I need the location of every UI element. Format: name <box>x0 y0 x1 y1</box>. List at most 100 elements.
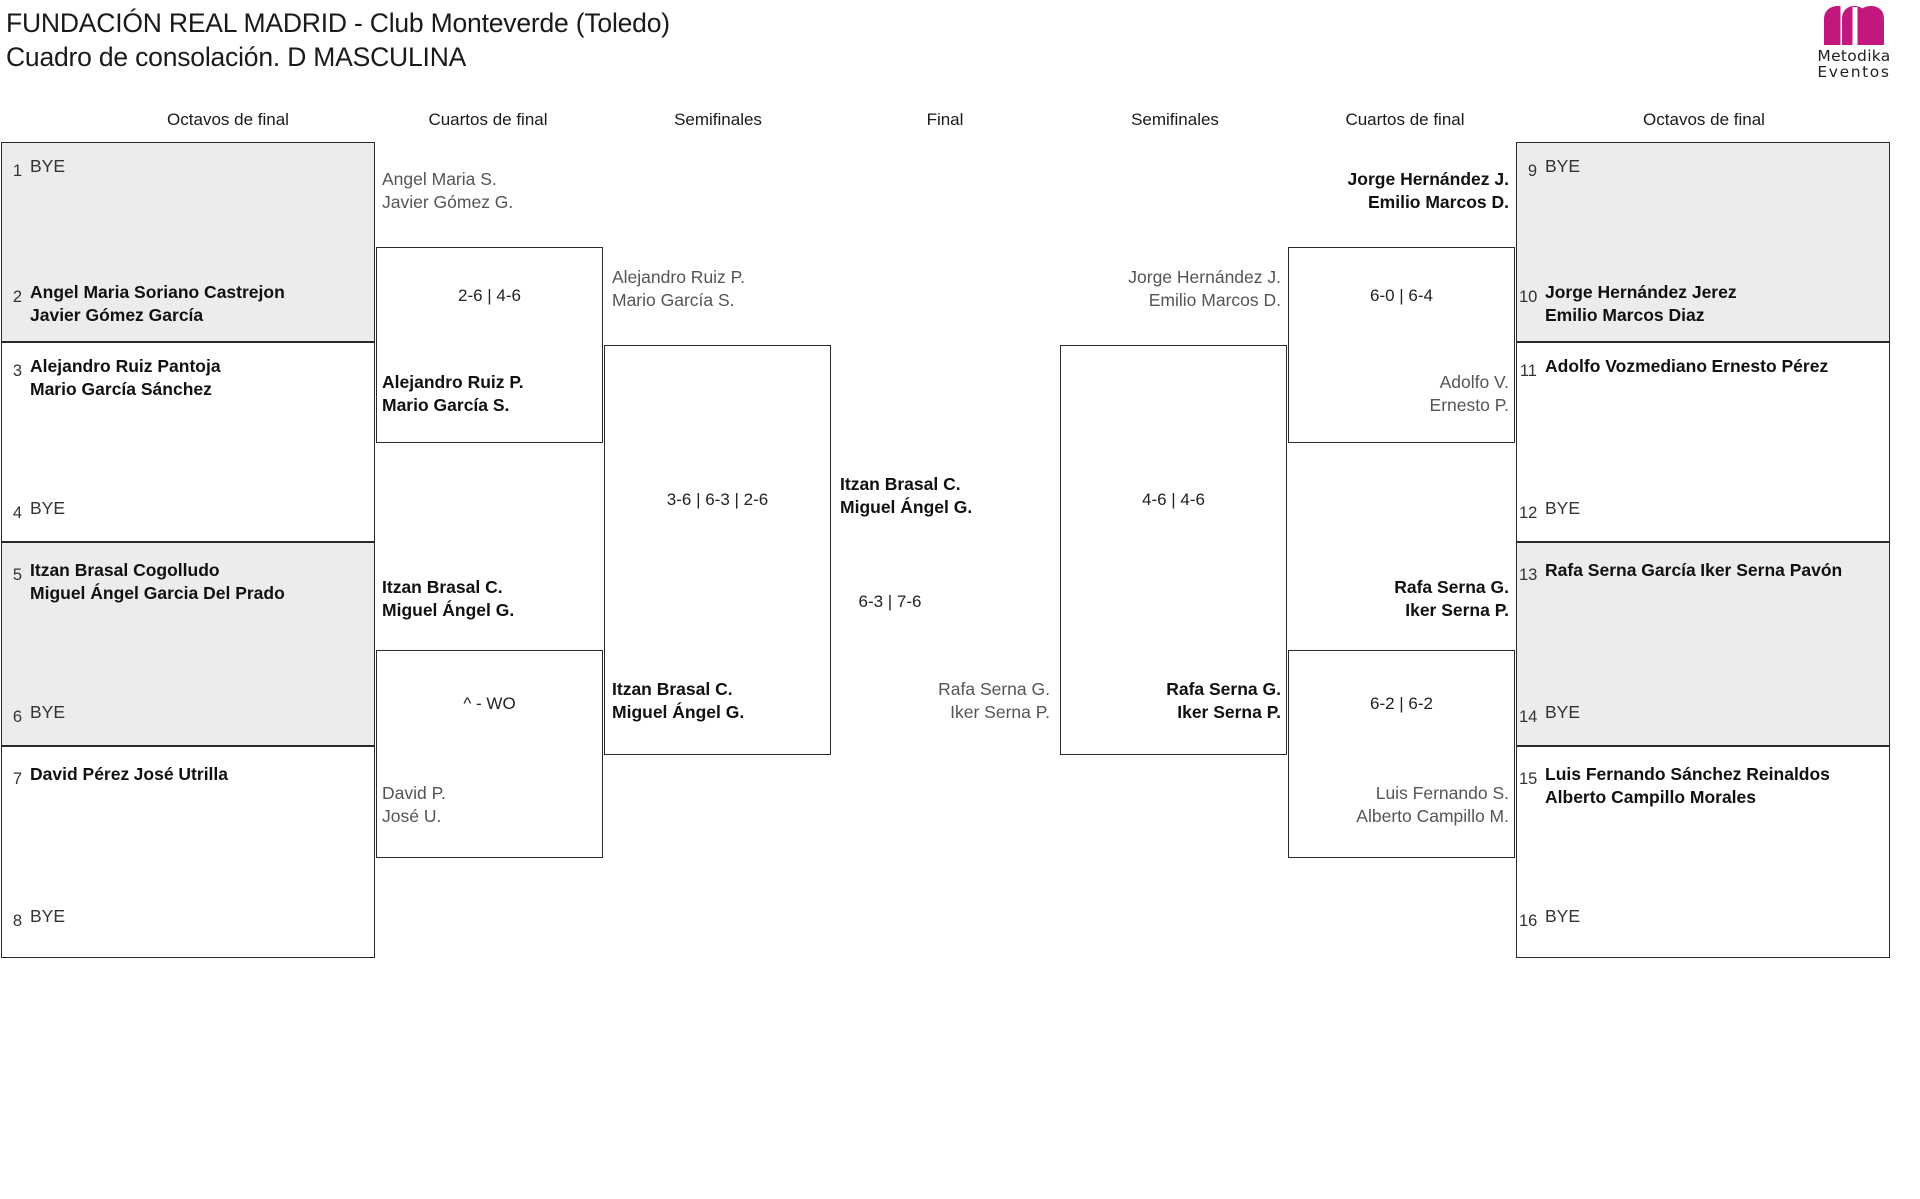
right-sf-bottom-team[interactable]: Rafa Serna G. Iker Serna P. <box>1060 678 1281 723</box>
list-item[interactable]: 7 David Pérez José Utrilla <box>4 760 372 789</box>
list-item[interactable]: 3 Alejandro Ruiz Pantoja Mario García Sá… <box>4 352 372 400</box>
list-item[interactable]: 14 BYE <box>1519 698 1887 727</box>
player-names: BYE <box>30 698 65 724</box>
right-qf-match-2-box[interactable] <box>1288 650 1515 858</box>
list-item[interactable]: 12 BYE <box>1519 494 1887 523</box>
left-sf-top-team[interactable]: Alejandro Ruiz P. Mario García S. <box>612 266 745 311</box>
right-sf-box[interactable] <box>1060 345 1287 755</box>
list-item[interactable]: 8 BYE <box>4 902 372 931</box>
player-2: Mario García S. <box>612 289 735 310</box>
seed-number: 3 <box>12 362 22 380</box>
player-names: Alejandro Ruiz Pantoja Mario García Sánc… <box>30 352 372 400</box>
list-item[interactable]: 4 BYE <box>4 494 372 523</box>
left-r16-block-5-6[interactable] <box>1 542 375 746</box>
left-qf-match-2-box[interactable] <box>376 650 603 858</box>
list-item[interactable]: 16 BYE <box>1519 902 1887 931</box>
right-qf-m1-bottom-team[interactable]: Adolfo V. Ernesto P. <box>1288 371 1509 416</box>
final-left-team[interactable]: Itzan Brasal C. Miguel Ángel G. <box>840 473 972 518</box>
left-qf-m1-bottom-team[interactable]: Alejandro Ruiz P. Mario García S. <box>382 371 524 416</box>
player-1: Angel Maria Soriano Castrejon <box>30 282 285 302</box>
round-header-left-sf: Semifinales <box>674 110 762 129</box>
bye-label: BYE <box>30 156 66 176</box>
final-score: 6-3 | 7-6 <box>858 592 922 611</box>
right-sf-score: 4-6 | 4-6 <box>1141 490 1205 509</box>
list-item[interactable]: 1 BYE <box>4 152 372 181</box>
player-2: Iker Serna P. <box>1177 701 1281 722</box>
player-names: Adolfo Vozmediano Ernesto Pérez <box>1545 352 1828 378</box>
round-header-left-r16: Octavos de final <box>167 110 289 129</box>
round-header-right-r16: Octavos de final <box>1643 110 1765 129</box>
left-qf-m1-top-team[interactable]: Angel Maria S. Javier Gómez G. <box>382 168 513 213</box>
logo-text-line1: Metodika <box>1817 47 1891 65</box>
right-r16-block-13-14[interactable] <box>1516 542 1890 746</box>
right-qf-m1-top-team[interactable]: Jorge Hernández J. Emilio Marcos D. <box>1288 168 1509 213</box>
player-names: BYE <box>30 902 65 928</box>
left-r16-block-3-4[interactable] <box>1 342 375 542</box>
left-r16-block-7-8[interactable] <box>1 746 375 958</box>
player-names: BYE <box>1545 494 1580 520</box>
list-item[interactable]: 2 Angel Maria Soriano Castrejon Javier G… <box>4 278 372 326</box>
player-names: David Pérez José Utrilla <box>30 760 228 786</box>
seed-number: 14 <box>1519 708 1538 726</box>
right-qf-m2-top-team[interactable]: Rafa Serna G. Iker Serna P. <box>1288 576 1509 621</box>
player-1: Rafa Serna G. <box>938 679 1050 699</box>
tournament-title: FUNDACIÓN REAL MADRID - Club Monteverde … <box>6 8 670 38</box>
player-2: Iker Serna Pavón <box>1700 560 1843 580</box>
player-1: Itzan Brasal C. <box>612 679 733 699</box>
player-names: BYE <box>1545 902 1580 928</box>
list-item[interactable]: 10 Jorge Hernández Jerez Emilio Marcos D… <box>1519 278 1887 326</box>
player-2: Mario García Sánchez <box>30 378 212 399</box>
bye-label: BYE <box>1545 702 1581 722</box>
seed-number: 5 <box>12 566 22 584</box>
left-sf-bottom-team[interactable]: Itzan Brasal C. Miguel Ángel G. <box>612 678 744 723</box>
left-qf-m2-bottom-team[interactable]: David P. José U. <box>382 782 446 827</box>
player-names: Itzan Brasal Cogolludo Miguel Ángel Garc… <box>30 556 372 604</box>
player-1: Rafa Serna G. <box>1166 679 1281 699</box>
tournament-subtitle: Cuadro de consolación. D MASCULINA <box>6 42 467 72</box>
right-qf-m2-score: 6-2 | 6-2 <box>1369 694 1433 713</box>
bye-label: BYE <box>1545 498 1581 518</box>
right-r16-block-15-16[interactable] <box>1516 746 1890 958</box>
player-2: Iker Serna P. <box>950 701 1050 722</box>
player-2: Mario García S. <box>382 394 510 415</box>
logo-text-line2: Eventos <box>1817 62 1891 81</box>
right-qf-m1-score: 6-0 | 6-4 <box>1369 286 1433 305</box>
seed-number: 12 <box>1519 504 1538 522</box>
right-r16-block-11-12[interactable] <box>1516 342 1890 542</box>
right-sf-top-team[interactable]: Jorge Hernández J. Emilio Marcos D. <box>1060 266 1281 311</box>
right-qf-m2-bottom-team[interactable]: Luis Fernando S. Alberto Campillo M. <box>1288 782 1509 827</box>
list-item[interactable]: 13 Rafa Serna García Iker Serna Pavón <box>1519 556 1887 585</box>
player-1: Alejandro Ruiz P. <box>612 267 745 287</box>
bye-label: BYE <box>30 702 66 722</box>
player-1: Adolfo Vozmediano <box>1545 356 1708 376</box>
left-qf-m2-score: ^ - WO <box>463 694 516 713</box>
right-qf-match-1-box[interactable] <box>1288 247 1515 443</box>
seed-number: 1 <box>12 162 22 180</box>
left-qf-match-1-box[interactable] <box>376 247 603 443</box>
player-1: Alejandro Ruiz Pantoja <box>30 356 221 376</box>
player-names: BYE <box>1545 152 1580 178</box>
left-qf-m1-score: 2-6 | 4-6 <box>457 286 521 305</box>
final-right-team[interactable]: Rafa Serna G. Iker Serna P. <box>780 678 1050 723</box>
list-item[interactable]: 9 BYE <box>1519 152 1887 181</box>
left-qf-m2-top-team[interactable]: Itzan Brasal C. Miguel Ángel G. <box>382 576 514 621</box>
seed-number: 13 <box>1519 566 1538 584</box>
player-2: Ernesto P. <box>1429 394 1509 415</box>
player-1: Rafa Serna García <box>1545 560 1696 580</box>
player-1: David P. <box>382 783 446 803</box>
player-2: Alberto Campillo Morales <box>1545 786 1757 807</box>
player-2: Javier Gómez García <box>30 304 204 325</box>
player-1: Jorge Hernández J. <box>1128 267 1281 287</box>
list-item[interactable]: 5 Itzan Brasal Cogolludo Miguel Ángel Ga… <box>4 556 372 604</box>
bye-label: BYE <box>1545 156 1581 176</box>
seed-number: 16 <box>1519 912 1538 930</box>
seed-number: 8 <box>12 912 22 930</box>
right-r16-block-9-10[interactable] <box>1516 142 1890 342</box>
seed-number: 4 <box>12 504 22 522</box>
player-2: Alberto Campillo M. <box>1356 805 1509 826</box>
list-item[interactable]: 6 BYE <box>4 698 372 727</box>
list-item[interactable]: 15 Luis Fernando Sánchez Reinaldos Alber… <box>1519 760 1887 808</box>
left-sf-box[interactable] <box>604 345 831 755</box>
list-item[interactable]: 11 Adolfo Vozmediano Ernesto Pérez <box>1519 352 1887 381</box>
left-r16-block-1-2[interactable] <box>1 142 375 342</box>
